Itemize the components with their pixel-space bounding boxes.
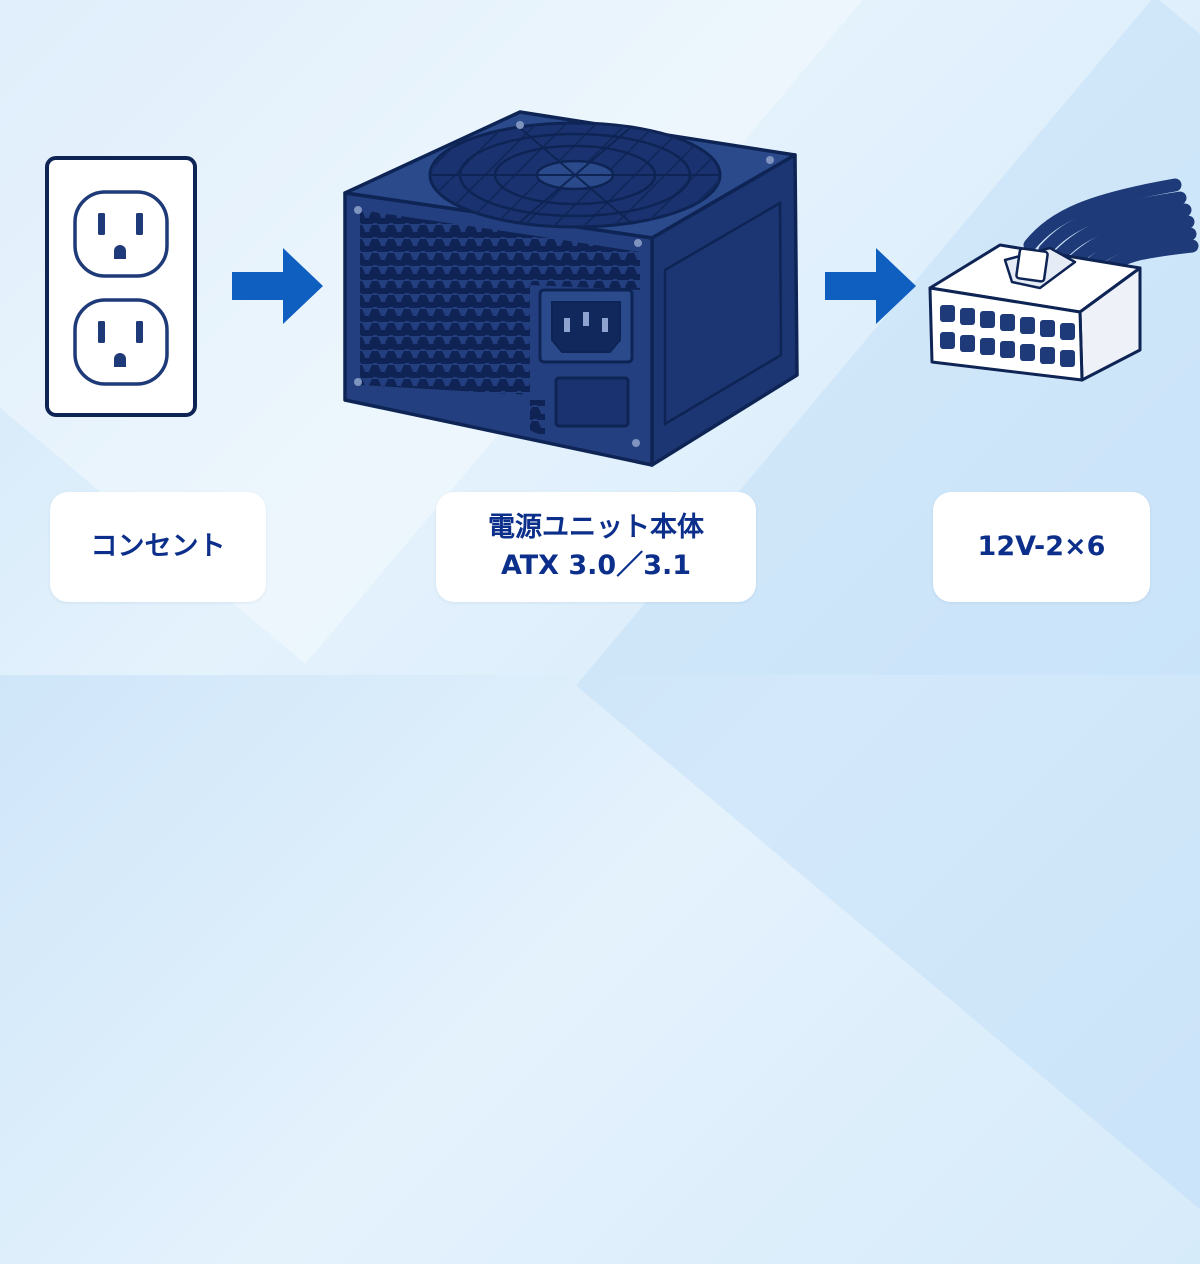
label-connector: 12V-2×6 — [977, 531, 1106, 562]
psu-fan — [428, 121, 722, 229]
diagram-illustration — [45, 110, 1199, 467]
wall-outlet-icon — [45, 156, 197, 417]
label-outlet: コンセント — [90, 531, 226, 562]
power-supply-unit-icon — [343, 110, 799, 467]
label-card-outlet: コンセント — [50, 492, 266, 602]
right-arrow-icon — [825, 248, 916, 324]
power-switch — [554, 376, 630, 428]
label-psu-standard: ATX 3.0／3.1 — [500, 550, 692, 581]
connector-pins — [940, 305, 1075, 367]
label-psu-title: 電源ユニット本体 — [488, 512, 704, 543]
label-card-psu: 電源ユニット本体 ATX 3.0／3.1 — [436, 492, 756, 602]
label-card-connector: 12V-2×6 — [933, 492, 1150, 602]
connector-12v-2x6-icon — [928, 178, 1199, 382]
outlet-socket-top — [73, 190, 169, 278]
outlet-socket-bottom — [73, 298, 169, 386]
ac-inlet — [538, 288, 634, 364]
right-arrow-icon — [232, 248, 323, 324]
